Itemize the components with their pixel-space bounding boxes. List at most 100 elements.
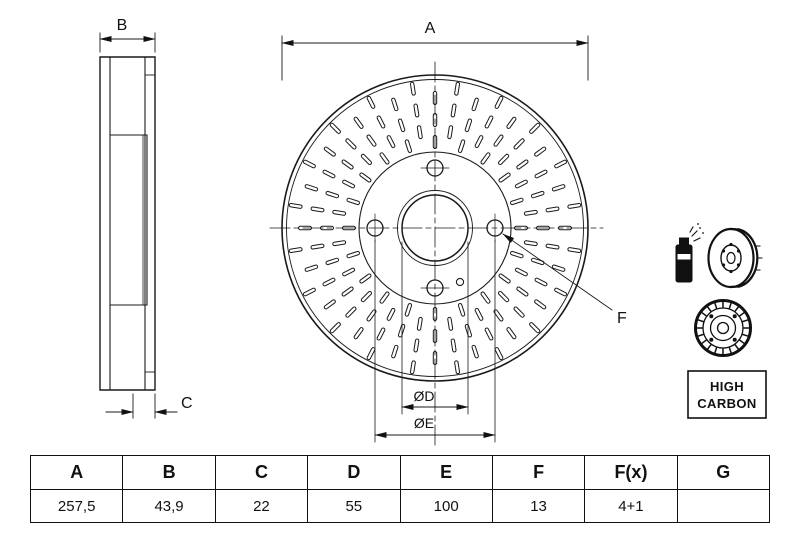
dimensions-table: A B C D E F F(x) G 257,5 43,9 22 55 100 …: [29, 455, 771, 523]
vent-slot: [386, 135, 396, 149]
vent-slot: [302, 287, 316, 297]
dimension-a: [281, 35, 589, 81]
vent-slot: [516, 159, 529, 170]
vent-slot: [288, 202, 303, 209]
vent-slot: [432, 307, 438, 321]
vent-slot: [536, 225, 550, 231]
vent-tick: [728, 347, 733, 355]
vent-slot: [325, 190, 340, 199]
vent-slot: [545, 243, 560, 250]
col-header-c: C: [214, 455, 309, 490]
vent-slot: [506, 116, 517, 129]
vent-slot: [554, 159, 568, 169]
friction-edge-circle: [286, 79, 584, 377]
col-header-f: F: [491, 455, 586, 490]
label-dim-b: B: [117, 17, 128, 34]
vent-slot: [397, 118, 406, 133]
vent-slot: [493, 134, 504, 147]
vent-slot: [346, 250, 360, 259]
vent-slot: [310, 206, 325, 213]
vent-slot: [554, 287, 568, 297]
vent-slot: [450, 103, 457, 118]
vent-slot: [409, 360, 416, 375]
vent-slot: [484, 327, 494, 341]
vent-slot: [409, 81, 416, 96]
vent-slot: [523, 240, 538, 247]
vent-slot: [376, 115, 386, 129]
vent-slot: [379, 152, 390, 165]
outer-diameter-circle: [281, 74, 589, 382]
side-view-cross-section: [99, 56, 156, 391]
disc-section-outline: [99, 56, 156, 391]
vent-slot: [345, 306, 357, 318]
vent-slot: [474, 135, 484, 149]
vent-slot: [359, 172, 372, 183]
vent-slot: [359, 273, 372, 284]
vent-slot: [513, 306, 525, 318]
vent-slot: [474, 307, 484, 321]
vent-slot: [567, 247, 582, 254]
vent-slot: [514, 267, 528, 277]
vent-slot: [514, 225, 528, 231]
vent-tick: [734, 305, 740, 313]
vent-ticks: [695, 300, 751, 356]
vent-slot: [551, 184, 566, 192]
vent-slot: [454, 81, 461, 96]
label-dim-a: A: [425, 20, 436, 37]
vent-slot: [471, 344, 479, 359]
vent-slot: [416, 125, 423, 140]
vent-slot: [310, 243, 325, 250]
value-fx: 4+1: [584, 489, 678, 523]
vent-tick: [700, 339, 708, 345]
vent-tick: [738, 339, 746, 345]
vent-slot: [329, 122, 341, 134]
vent-slot: [322, 169, 336, 179]
high-carbon-badge: [687, 370, 767, 419]
center-bore-circle: [401, 194, 469, 262]
vent-slot: [304, 184, 319, 192]
vent-slot: [413, 338, 420, 353]
label-dim-c: C: [181, 395, 193, 412]
vent-slot: [510, 250, 524, 259]
vent-slot: [450, 338, 457, 353]
vent-slot: [360, 153, 372, 165]
vent-slot: [332, 209, 347, 216]
vent-slot: [558, 225, 572, 231]
vent-slot: [529, 122, 541, 134]
vent-slot: [342, 225, 356, 231]
vent-slot: [432, 351, 438, 365]
badge-line1: HIGH: [710, 379, 744, 394]
vent-slot: [288, 247, 303, 254]
vent-slot: [345, 138, 357, 150]
vent-slot: [346, 197, 360, 206]
vent-slot: [480, 291, 491, 304]
vent-slot: [404, 303, 413, 317]
bore-chamfer-circle: [397, 190, 473, 266]
vent-tick: [742, 318, 750, 323]
label-dim-e: ØE: [414, 415, 434, 431]
vent-slot: [464, 118, 473, 133]
value-g: [676, 489, 771, 523]
vent-slot: [416, 316, 423, 331]
vent-slot: [484, 115, 494, 129]
col-header-b: B: [122, 455, 216, 490]
vent-tick: [696, 333, 704, 338]
vent-slot: [397, 323, 406, 338]
vent-tick: [742, 333, 750, 338]
vent-slot: [494, 95, 504, 109]
vent-slot: [567, 202, 582, 209]
spray-mist: [689, 223, 704, 242]
vent-slot: [298, 225, 312, 231]
vent-tick: [738, 311, 746, 317]
vent-slot: [404, 139, 413, 153]
technical-drawing: A B C ØD ØE F HIGH CARBON: [99, 17, 767, 448]
vent-slot: [386, 307, 396, 321]
vent-slot: [302, 159, 316, 169]
vent-slot: [534, 299, 547, 310]
vent-slot: [391, 344, 399, 359]
vent-slot: [353, 327, 364, 340]
vent-slot: [480, 152, 491, 165]
vent-slot: [432, 329, 438, 343]
value-f: 13: [491, 489, 586, 523]
vent-slot: [529, 322, 541, 334]
